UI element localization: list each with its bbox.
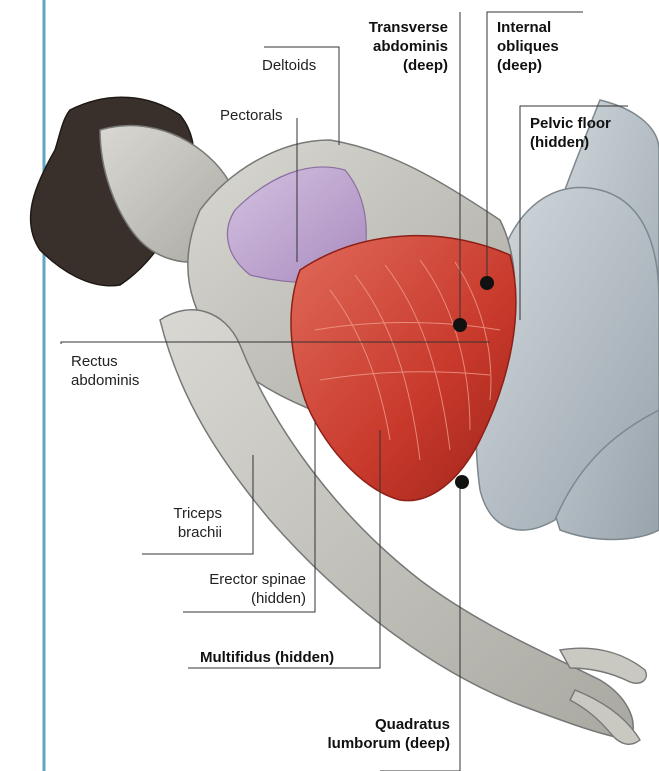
pointer-dot-quadratus [455,475,469,489]
label-pectorals: Pectorals [220,106,283,125]
pointer-dot-obliques [480,276,494,290]
label-erector-spinae: Erector spinae (hidden) [180,570,306,608]
label-transverse-abdominis: Transverse abdominis (deep) [328,18,448,75]
label-triceps-brachii: Triceps brachii [130,504,222,542]
label-quadratus-lumborum: Quadratus lumborum (deep) [290,715,450,753]
label-rectus-abdominis: Rectus abdominis [71,352,139,390]
label-multifidus: Multifidus (hidden) [200,648,334,667]
label-internal-obliques: Internal obliques (deep) [497,18,559,75]
label-pelvic-floor: Pelvic floor (hidden) [530,114,611,152]
label-deltoids: Deltoids [262,56,316,75]
pointer-dot-transverse [453,318,467,332]
